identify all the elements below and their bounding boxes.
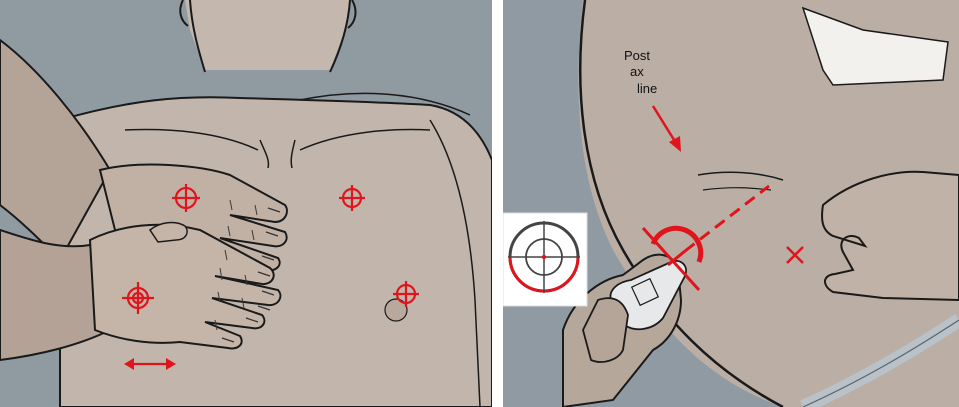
chest-illustration (0, 0, 492, 407)
axilla-illustration-panel: Post ax line (503, 0, 959, 407)
axilla-illustration (503, 0, 959, 407)
annotation-label-line3: line (637, 81, 657, 96)
annotation-label-line1: Post (624, 48, 650, 63)
chest-illustration-panel (0, 0, 492, 407)
ultrasound-target-icon (503, 213, 587, 306)
annotation-label-line2: ax (630, 64, 644, 79)
